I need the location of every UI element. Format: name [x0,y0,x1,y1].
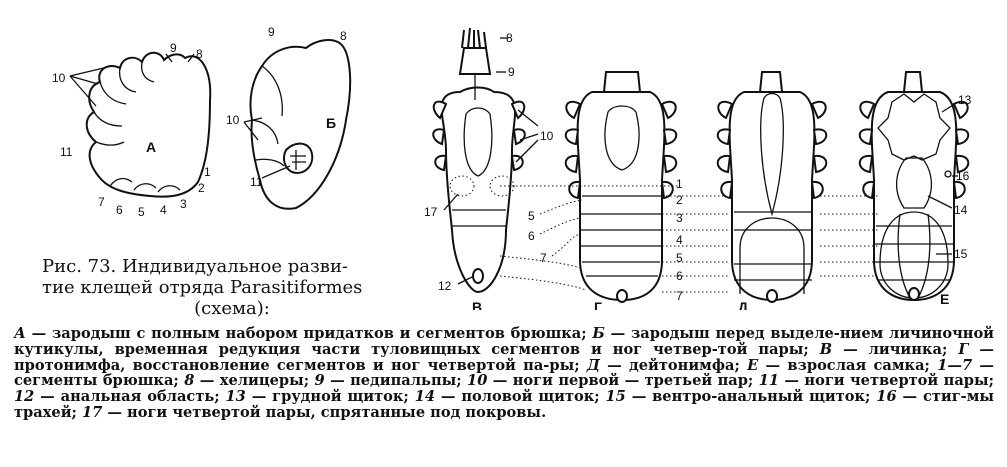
label-seg-6: 6 [116,203,123,217]
legend-key-G: Г [958,340,969,358]
label-seg-5: 5 [676,251,683,265]
legend-text-E: — взрослая самка; [758,356,938,374]
legend-text-15: — вентро-анальный щиток; [625,388,877,406]
legend-key-A: А [14,325,26,342]
legend-key-12: 12 [14,388,35,406]
figure-caption: Рис. 73. Индивидуальное разви- тие клеще… [42,256,422,319]
label-seg-6: 6 [528,229,535,243]
label-9: 9 [170,41,177,55]
legend-key-13: 13 [225,388,246,406]
figure-drawing: 10 9 8 11 А 1 2 3 4 5 6 7 9 8 10 Б 11 [52,25,972,310]
label-seg-4: 4 [160,203,167,217]
legend-text-13: — грудной щиток; [245,388,415,406]
label-10-shared: 10 [540,129,554,143]
label-16: 16 [956,169,970,183]
legend-text-1-7: — сегменты брюшка; [14,356,994,390]
caption-line-3: (схема): [194,298,270,319]
legend-text-V: — личинка; [832,340,959,358]
legend-text-16: — стиг-мы трахей; [14,388,994,421]
legend-text-11: — ноги четвертой пары; [779,372,995,390]
larva-v: 8 9 17 12 В 5 6 7 [424,27,547,310]
legend-text-17: — ноги четвертой пары, спрятанные под по… [102,403,547,421]
legend-key-8: 8 [184,372,195,390]
label-seg-6: 6 [676,269,683,283]
protonymph-g: Г [564,71,678,310]
label-seg-4: 4 [676,233,683,247]
label-11: 11 [60,145,73,159]
label-E: Е [940,291,949,307]
label-11: 11 [250,175,263,189]
label-13: 13 [958,93,972,107]
legend-key-17: 17 [81,403,103,421]
label-seg-7: 7 [540,251,547,265]
label-B: Б [326,115,336,131]
legend-text-8: — хелицеры; [194,372,315,390]
label-8: 8 [340,29,347,43]
label-10: 10 [226,113,240,127]
label-12: 12 [438,279,452,293]
legend-text-10: — ноги первой — третьей пар; [487,372,759,390]
label-seg-7: 7 [98,195,105,209]
legend-key-11: 11 [758,372,780,390]
legend-key-B: Б [592,325,605,342]
legend-key-D: Д [586,356,600,374]
legend-key-V: В [819,340,833,358]
legend-key-1-7: 1—7 [937,356,973,374]
legend-key-9: 9 [314,372,325,390]
legend-text-B: — зародыш перед выделе-нием личиночной к… [14,325,995,358]
legend-key-15: 15 [605,388,626,406]
label-seg-5: 5 [528,209,535,223]
label-seg-2: 2 [198,181,205,195]
label-seg-2: 2 [676,193,683,207]
label-seg-3: 3 [180,197,187,211]
label-8: 8 [196,47,203,61]
label-seg-1: 1 [204,165,211,179]
legend-text-A: — зародыш с полным набором придатков и с… [25,325,593,342]
label-seg-3: 3 [676,211,683,225]
figure-legend: А — зародыш с полным набором придатков и… [14,326,994,421]
adult-female-e: 13 16 14 15 Е [858,71,972,307]
legend-key-10: 10 [467,372,488,390]
label-8: 8 [506,31,513,45]
legend-key-E: Е [747,356,759,374]
label-seg-7: 7 [676,289,683,303]
label-9: 9 [268,25,275,39]
label-15: 15 [954,247,968,261]
label-D: Д [738,299,748,310]
legend-text-G: — протонимфа, восстановление сегментов и… [14,340,994,374]
legend-key-14: 14 [414,388,435,406]
segment-connectors: 1 2 3 4 5 6 7 [499,177,880,303]
deutonymph-d: Д [716,71,828,310]
label-seg-5: 5 [138,205,145,219]
label-A: А [146,139,156,155]
label-14: 14 [954,203,968,217]
legend-text-D: — дейтонимфа; [599,356,748,374]
label-9: 9 [508,65,515,79]
legend-text-9: — педипальпы; [324,372,468,390]
caption-line-2: тие клещей отряда Parasitiformes [42,277,363,298]
label-G: Г [594,299,602,310]
caption-line-1: Рис. 73. Индивидуальное разви- [42,256,349,277]
label-seg-1: 1 [676,177,683,191]
embryo-a: 10 9 8 11 А 1 2 3 4 5 6 7 [52,41,212,219]
label-10: 10 [52,71,66,85]
label-17: 17 [424,205,438,219]
label-V: В [472,299,482,310]
embryo-b: 9 8 10 Б 11 [226,25,352,210]
legend-text-12: — анальная область; [34,388,226,406]
legend-key-16: 16 [876,388,897,406]
legend-text-14: — половой щиток; [435,388,606,406]
